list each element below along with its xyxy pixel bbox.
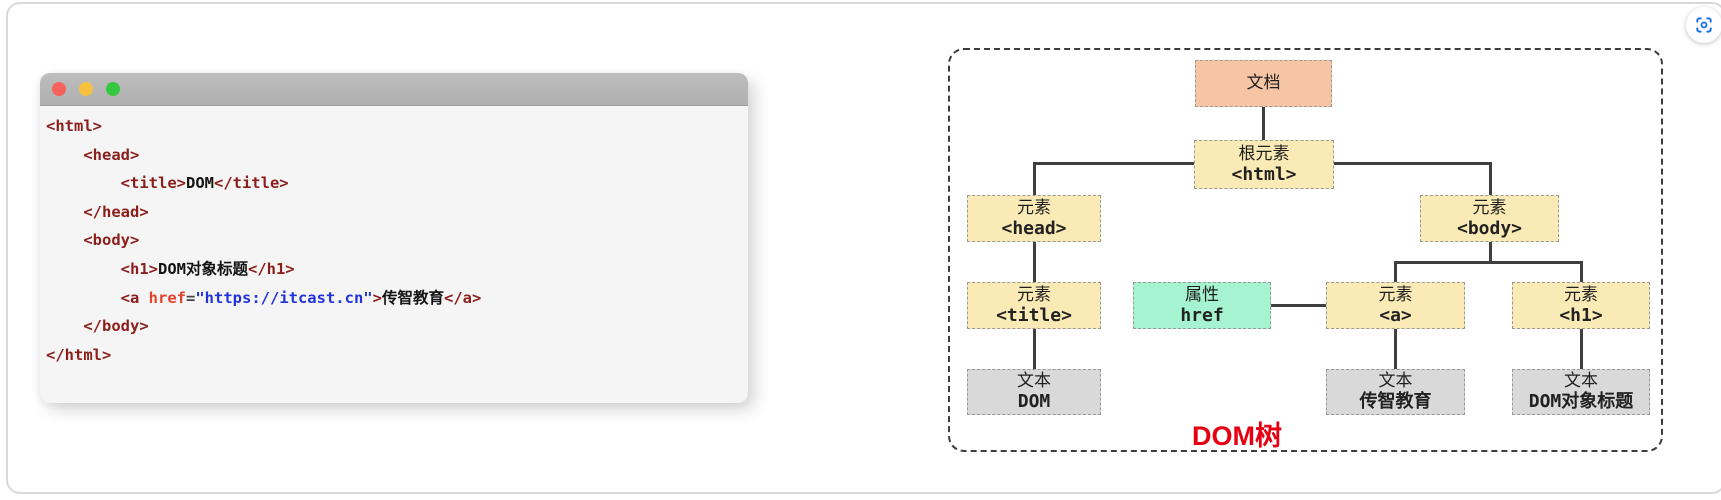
code-line: </head> — [83, 202, 149, 221]
tree-node-label: 元素 — [1017, 284, 1051, 304]
tree-node-label: <a> — [1379, 304, 1412, 326]
code-line: </body> — [83, 317, 149, 336]
screenshot-scan-button[interactable] — [1686, 7, 1721, 43]
tree-node-label: <h1> — [1559, 304, 1603, 326]
tree-node-label: DOM — [1017, 391, 1051, 413]
code-line: <head> — [83, 145, 140, 164]
tree-node-label: DOM对象标题 — [1528, 391, 1634, 413]
tree-node-body: 元素<body> — [1420, 195, 1559, 242]
tree-edge — [1579, 329, 1583, 369]
code-content: <html> <head> <title>DOM</title> </head>… — [40, 106, 748, 369]
tree-node-label: 文本 — [1017, 371, 1051, 391]
tree-node-label: 元素 — [1378, 284, 1413, 304]
code-line: <body> — [83, 231, 140, 250]
tree-edge — [1393, 262, 1397, 282]
tree-edge — [1032, 242, 1036, 282]
tree-edge — [1488, 163, 1492, 195]
tree-node-html: 根元素<html> — [1194, 140, 1334, 189]
tree-node-a: 元素<a> — [1326, 282, 1465, 329]
dom-tree-caption: DOM树 — [1192, 421, 1282, 451]
tree-node-label: <head> — [1001, 217, 1067, 239]
tree-edge — [1032, 163, 1036, 195]
minimize-window-button[interactable] — [79, 82, 93, 96]
tree-node-h1: 元素<h1> — [1512, 282, 1650, 329]
tree-edge — [1269, 303, 1328, 307]
tree-node-document: 文档 — [1195, 60, 1332, 107]
close-window-button[interactable] — [52, 82, 66, 96]
tree-node-label: 元素 — [1017, 197, 1051, 217]
zoom-window-button[interactable] — [106, 82, 120, 96]
tree-edge — [1032, 161, 1198, 165]
tree-node-label: 文本 — [1564, 371, 1598, 391]
tree-node-title: 元素<title> — [967, 282, 1101, 329]
code-line: <html> — [46, 117, 102, 135]
code-line: <a href="https://itcast.cn">传智教育</a> — [120, 288, 482, 307]
tree-edge — [1393, 329, 1397, 369]
code-editor-window: <html> <head> <title>DOM</title> </head>… — [40, 73, 748, 403]
code-line: </html> — [46, 345, 112, 364]
tree-edge — [1261, 107, 1265, 141]
tree-node-label: 文档 — [1246, 73, 1281, 93]
dom-tree-diagram: DOM树 文档根元素<html>元素<head>元素<body>元素<title… — [948, 48, 1663, 452]
window-titlebar — [40, 73, 748, 106]
tree-node-head: 元素<head> — [967, 195, 1101, 242]
code-line: <title>DOM</title> — [120, 174, 289, 193]
tree-node-label: 属性 — [1185, 284, 1219, 304]
tree-node-text-a: 文本传智教育 — [1326, 369, 1465, 415]
tree-node-label: 元素 — [1564, 284, 1598, 304]
tree-edge — [1488, 242, 1492, 262]
tree-edge — [1330, 161, 1492, 165]
code-line: <h1>DOM对象标题</h1> — [120, 259, 295, 278]
tree-node-label: <body> — [1456, 217, 1523, 239]
tree-node-label: 元素 — [1472, 197, 1507, 217]
tree-node-label: <title> — [996, 304, 1072, 326]
screenshot-scan-icon — [1694, 15, 1714, 35]
tree-edge — [1579, 262, 1583, 282]
tree-edge — [1393, 260, 1583, 264]
tree-node-label: 传智教育 — [1359, 391, 1432, 413]
tree-node-label: 根元素 — [1238, 143, 1290, 163]
tree-node-label: href — [1180, 304, 1224, 326]
tree-edge — [1032, 329, 1036, 369]
tree-node-label: <html> — [1231, 163, 1297, 185]
tree-node-label: 文本 — [1378, 371, 1413, 391]
